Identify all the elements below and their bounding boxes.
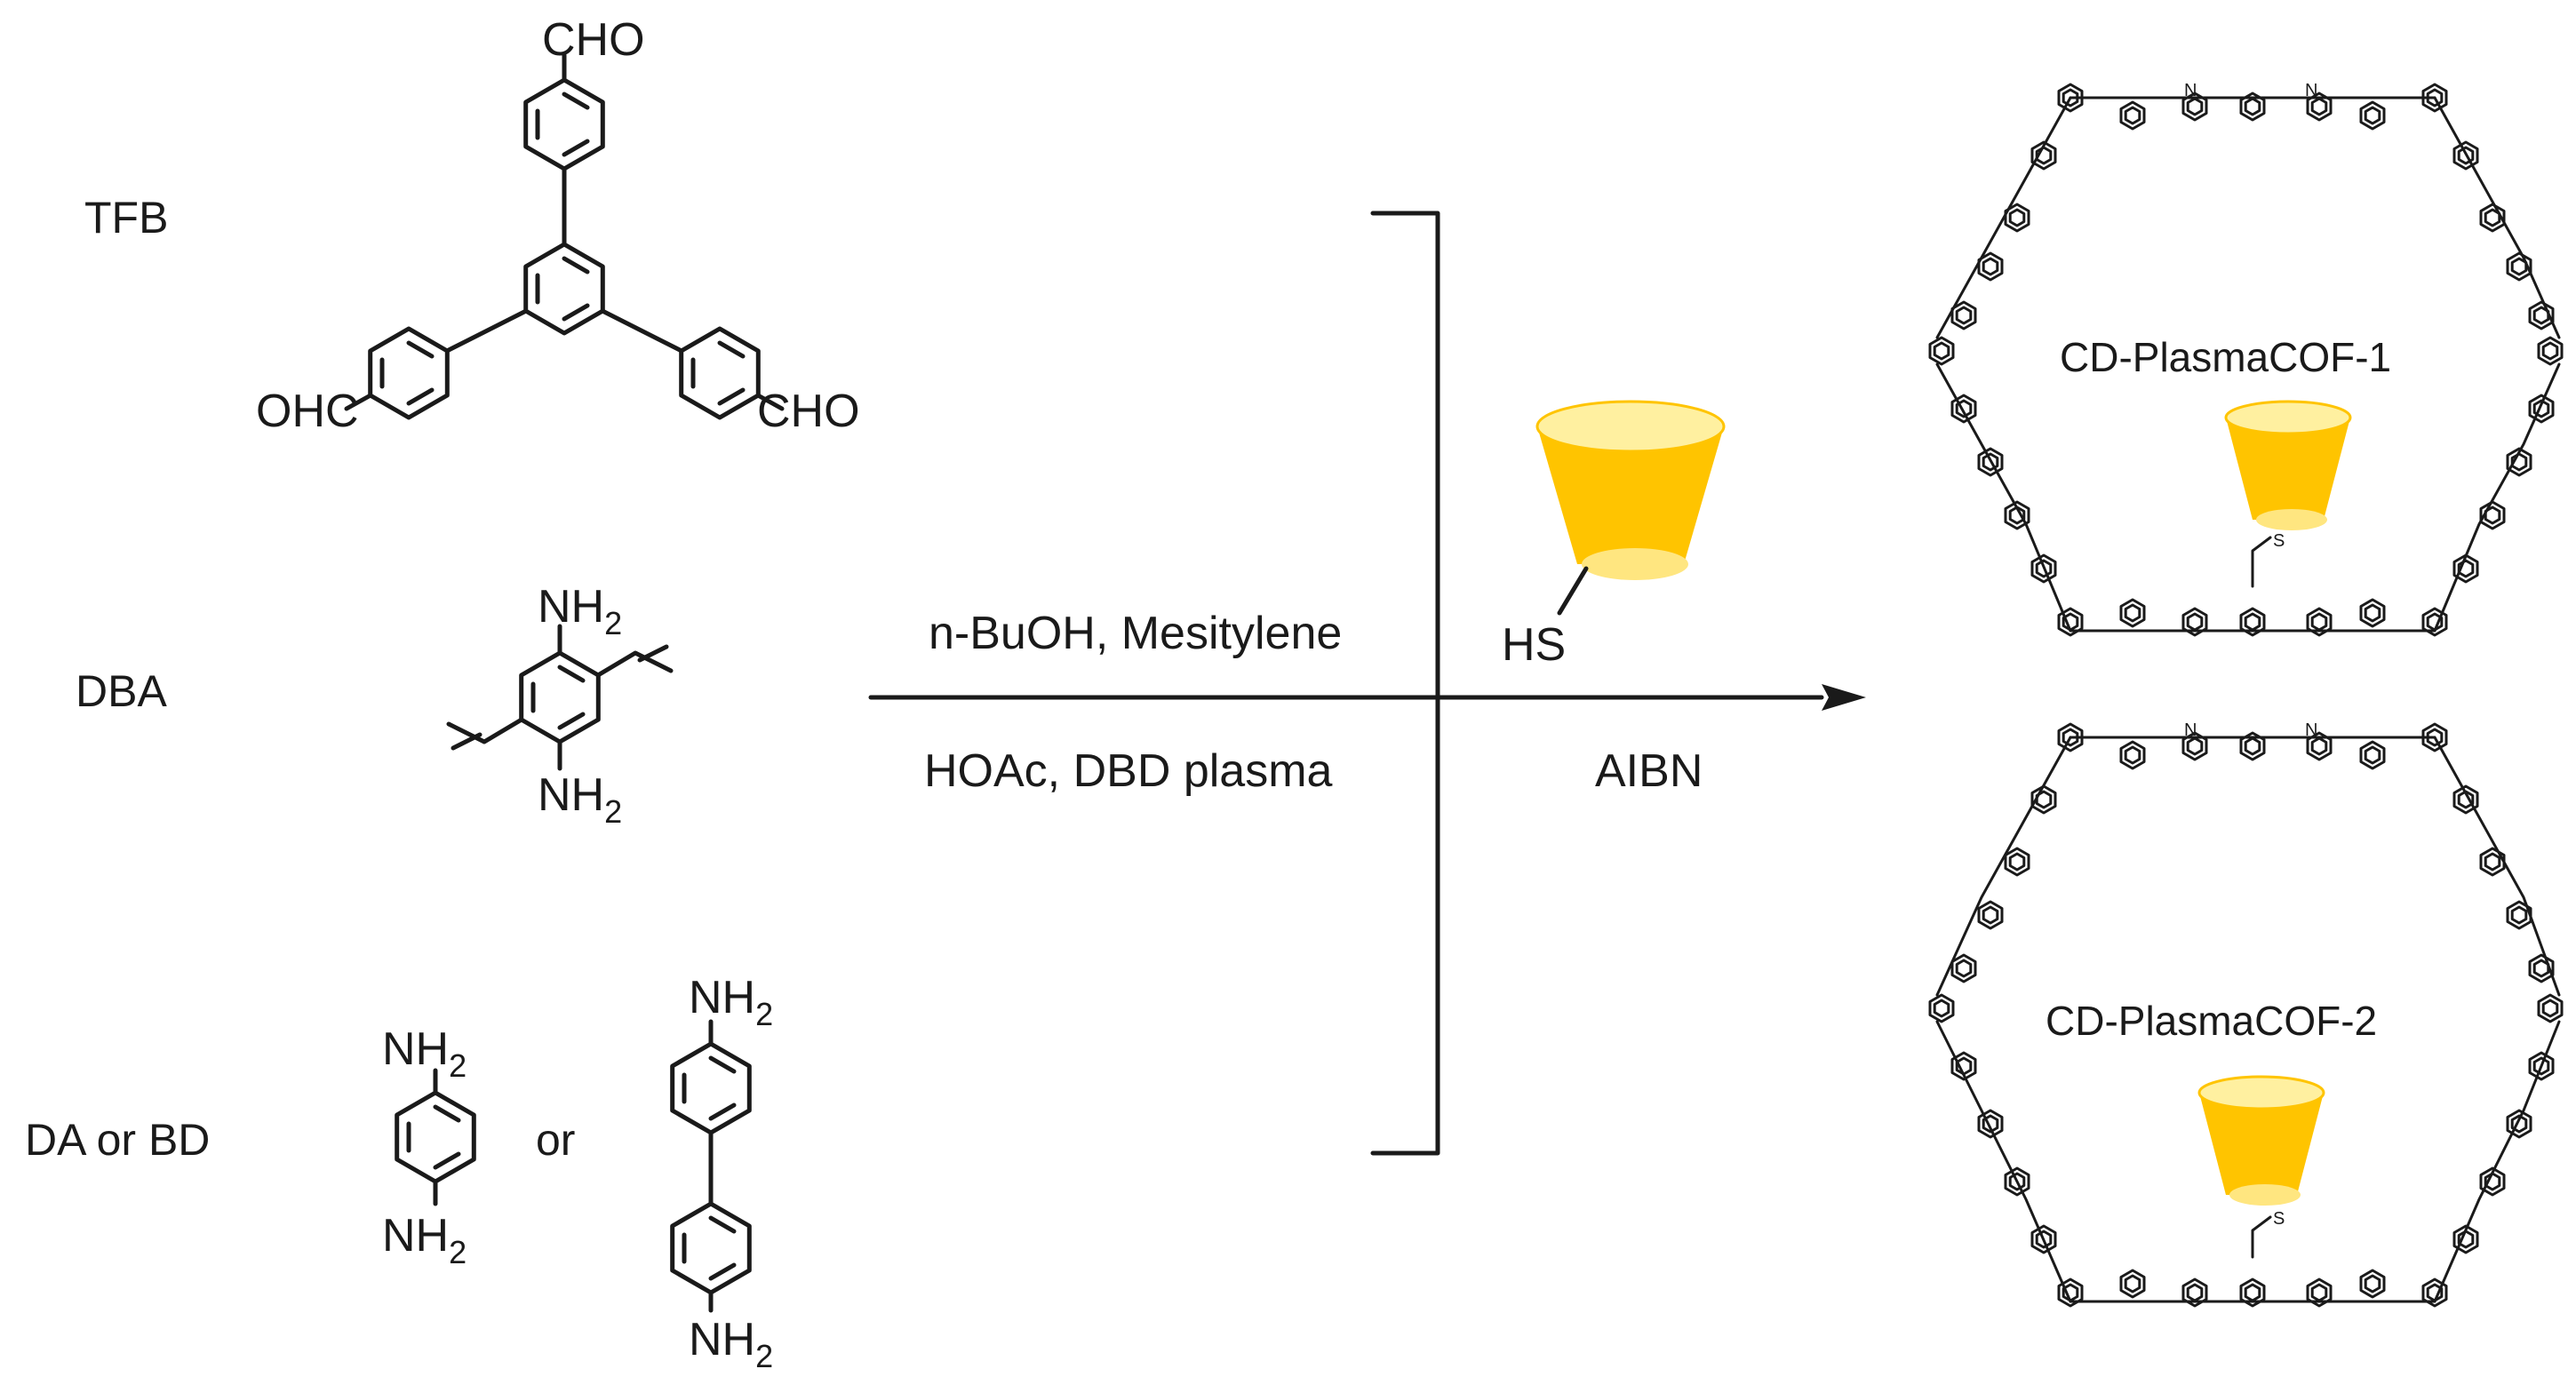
cof-1-cyclodextrin-icon [2224, 400, 2352, 532]
cof-2-imine-n-1: N [2184, 720, 2197, 740]
da-bd-reagent: DA or BD NH2 NH2 or NH2 NH2 [25, 972, 773, 1374]
dba-amine-top: NH2 [538, 581, 622, 641]
cof-2-label: CD-PlasmaCOF-2 [2046, 998, 2377, 1044]
cof-1-framework [1928, 83, 2564, 637]
cof-1-imine-n-2: N [2305, 81, 2317, 100]
arrow-head-icon [1822, 684, 1866, 711]
initiator-label: AIBN [1595, 745, 1703, 797]
da-structure [397, 1068, 475, 1206]
cof-2-sulfur: S [2273, 1209, 2285, 1229]
cof-1-sulfur: S [2273, 531, 2285, 551]
dba-structure [446, 624, 674, 771]
thiol-cyclodextrin: HS [1502, 400, 1726, 671]
cof-1-label: CD-PlasmaCOF-1 [2060, 334, 2391, 380]
tfb-aldehyde-right: CHO [757, 386, 860, 437]
bd-structure [673, 1019, 750, 1313]
product-cof-2: N N S CD-PlasmaCOF-2 [1928, 720, 2564, 1308]
cof-2-imine-n-2: N [2305, 720, 2317, 740]
product-cof-1: N N S CD-PlasmaCOF-1 [1928, 81, 2564, 637]
bd-amine-bottom: NH2 [689, 1314, 773, 1374]
cyclodextrin-icon [1535, 400, 1726, 580]
or-text: or [536, 1115, 575, 1165]
dba-label: DBA [76, 666, 167, 716]
thiol-group-label: HS [1502, 619, 1566, 671]
conditions-line-1: n-BuOH, Mesitylene [929, 608, 1342, 659]
da-amine-bottom: NH2 [382, 1210, 467, 1270]
cof-2-cyclodextrin-icon [2197, 1075, 2325, 1207]
tfb-label: TFB [84, 193, 168, 243]
tfb-structure [344, 52, 785, 418]
bracket-icon [1370, 211, 1440, 1156]
reaction-arrow [868, 211, 1866, 1156]
da-amine-top: NH2 [382, 1023, 467, 1084]
tfb-reagent: TFB CHO OHC CHO [84, 14, 860, 437]
cof-1-imine-n-1: N [2184, 81, 2197, 100]
dba-amine-bottom: NH2 [538, 769, 622, 830]
tfb-aldehyde-top: CHO [542, 14, 645, 66]
conditions-line-2: HOAc, DBD plasma [924, 745, 1333, 797]
bd-amine-top: NH2 [689, 972, 773, 1032]
cof-2-framework [1928, 722, 2564, 1308]
tfb-aldehyde-left: OHC [256, 386, 359, 437]
da-bd-label: DA or BD [25, 1115, 210, 1165]
dba-reagent: DBA NH2 NH2 [76, 581, 674, 830]
